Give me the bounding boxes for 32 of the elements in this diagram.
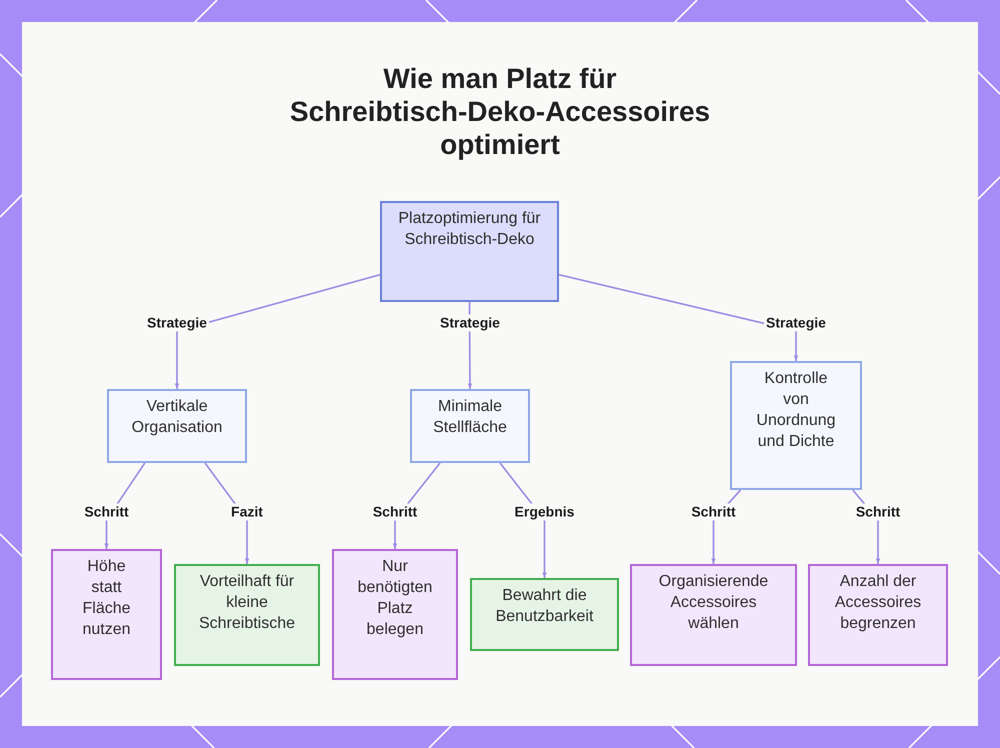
node-label: Nur benötigten Platz belegen (356, 557, 434, 640)
edge-label: Schritt (82, 504, 131, 520)
edge-label: Ergebnis (512, 504, 576, 520)
node-label: Anzahl der Accessoires begrenzen (834, 572, 922, 634)
strategy-box (730, 361, 862, 490)
node-label: Kontrolle von Unordnung und Dichte (755, 369, 837, 452)
edge-label: Schritt (689, 504, 738, 520)
step-box (332, 549, 458, 680)
node-label: Vorteilhaft für kleine Schreibtische (198, 572, 296, 634)
step-box (808, 564, 948, 666)
outcome-box (470, 578, 619, 651)
connector-arrow (174, 274, 380, 389)
edge-label: Strategie (438, 314, 502, 332)
strategy-box (410, 389, 530, 463)
step-box (51, 549, 162, 680)
node-label: Minimale Stellfläche (432, 397, 508, 438)
edge-label: Strategie (764, 314, 828, 332)
strategy-box (107, 389, 247, 463)
node-label: Platzoptimierung für Schreibtisch-Deko (398, 209, 541, 250)
node-label: Vertikale Organisation (130, 397, 224, 438)
connector-arrow (558, 274, 798, 361)
node-label: Bewahrt die Benutzbarkeit (494, 586, 594, 627)
node-label: Höhe statt Fläche nutzen (81, 557, 132, 640)
edge-label: Fazit (229, 504, 265, 520)
outcome-box (174, 564, 320, 666)
topic-box (380, 201, 559, 302)
edge-label: Schritt (854, 504, 902, 520)
edge-label: Strategie (145, 314, 209, 332)
diagram-title: Wie man Platz für Schreibtisch-Deko-Accessoires optimiert (288, 62, 712, 161)
node-label: Organisierende Accessoires wählen (658, 572, 770, 634)
edge-label: Schritt (370, 504, 420, 520)
step-box (630, 564, 797, 666)
